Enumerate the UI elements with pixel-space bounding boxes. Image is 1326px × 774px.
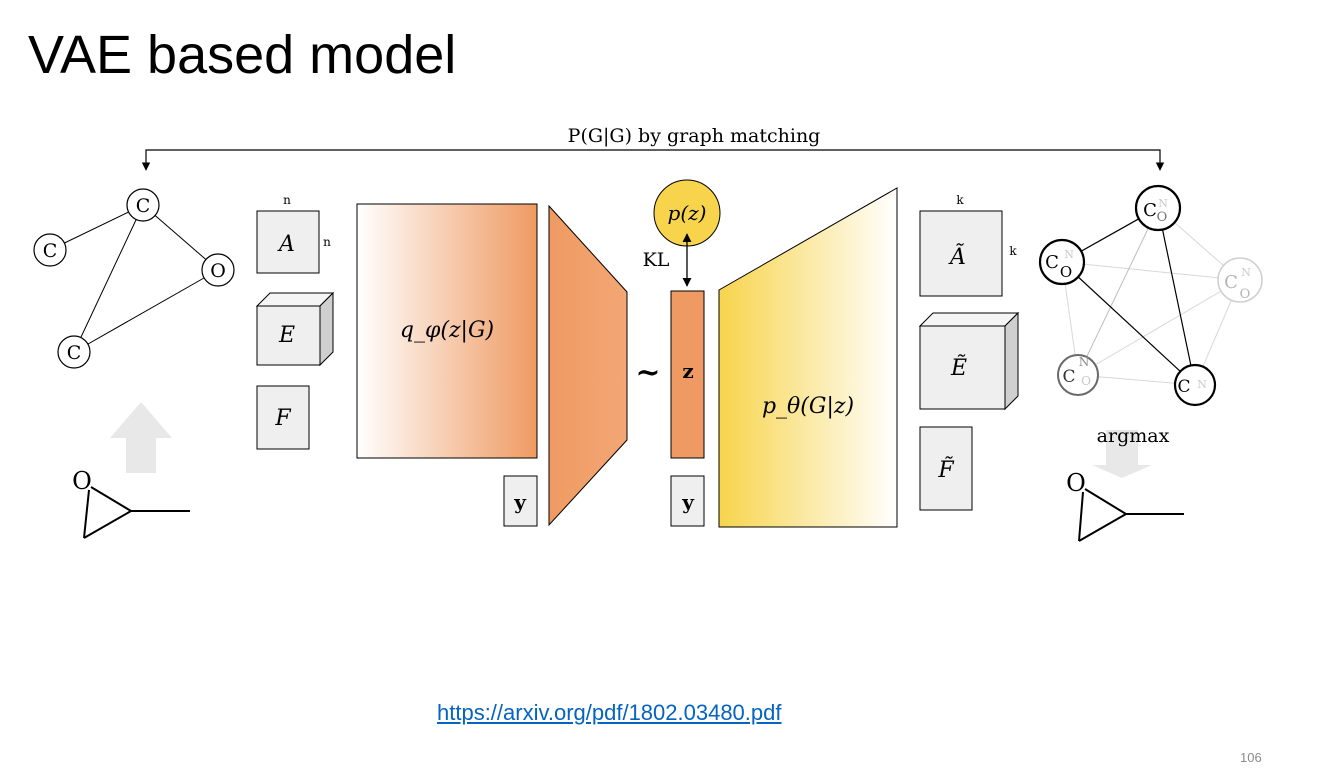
node-label-c: C bbox=[1224, 272, 1238, 293]
graph-node-label: C bbox=[43, 240, 58, 262]
output-graph: C N O C N O C N O C N O C N bbox=[1038, 184, 1263, 407]
graph-node bbox=[201, 253, 235, 287]
output-graph-node bbox=[1057, 354, 1099, 396]
adjacency-matrix bbox=[256, 210, 320, 274]
kl-label: KL bbox=[643, 249, 670, 271]
output-feature-matrix bbox=[919, 426, 973, 511]
output-adjacency-label: Ã bbox=[948, 242, 966, 270]
node-label-o: O bbox=[1060, 263, 1072, 281]
graph-node bbox=[126, 188, 160, 222]
node-label-o: O bbox=[1240, 287, 1251, 302]
condition-label: y bbox=[681, 490, 695, 514]
decoder-label: p_θ(G|z) bbox=[762, 394, 854, 419]
dim-n-label: n bbox=[323, 235, 331, 249]
feature-label: F bbox=[274, 406, 291, 431]
slide-title: VAE based model bbox=[28, 25, 457, 85]
node-label-o: O bbox=[1157, 210, 1168, 225]
encoder: q_φ(z|G) y bbox=[356, 203, 628, 527]
output-graph-node bbox=[1217, 257, 1263, 303]
graph-node-label: C bbox=[136, 195, 151, 217]
sample-tilde: ~ bbox=[635, 355, 660, 390]
encoder-block bbox=[356, 203, 538, 459]
decoder: p_θ(G|z) bbox=[718, 187, 898, 528]
graph-node-label: C bbox=[67, 342, 82, 364]
output-molecule: O bbox=[1066, 469, 1184, 542]
graph-node bbox=[33, 233, 67, 267]
dim-k-label: k bbox=[1009, 244, 1017, 258]
feature-matrix bbox=[256, 385, 310, 450]
input-graph: C C O C bbox=[33, 188, 235, 369]
dim-k-label: k bbox=[956, 193, 964, 207]
latent: z y bbox=[670, 290, 705, 527]
output-graph-node bbox=[1134, 184, 1182, 232]
decoder-block bbox=[718, 187, 898, 528]
edge-tensor bbox=[256, 305, 321, 366]
molecule-atom-label: O bbox=[1066, 469, 1086, 497]
paper-link[interactable]: https://arxiv.org/pdf/1802.03480.pdf bbox=[437, 700, 782, 725]
prior: p(z) KL bbox=[643, 179, 721, 287]
node-label-c: C bbox=[1143, 200, 1157, 221]
output-adjacency-matrix bbox=[919, 210, 1003, 297]
molecule-atom-label: O bbox=[72, 467, 92, 495]
output-graph-node bbox=[1173, 363, 1217, 407]
output-feature-label: F̃ bbox=[937, 457, 954, 483]
adjacency-label: A bbox=[277, 232, 295, 257]
prior-label: p(z) bbox=[668, 201, 707, 225]
node-label-c: C bbox=[1062, 367, 1075, 387]
dim-n-label: n bbox=[283, 193, 291, 207]
node-label-n: N bbox=[1079, 355, 1090, 369]
output-edge-tensor-label: Ẽ bbox=[950, 353, 967, 381]
encoder-label: q_φ(z|G) bbox=[400, 318, 494, 343]
graph-node bbox=[57, 335, 91, 369]
condition-label: y bbox=[513, 490, 527, 514]
node-label-n: N bbox=[1158, 197, 1168, 210]
edge-tensor-label: E bbox=[278, 323, 295, 348]
slide-number: 106 bbox=[1240, 750, 1262, 765]
node-label-o: O bbox=[1081, 374, 1091, 388]
latent-label: z bbox=[682, 359, 693, 383]
up-arrow-icon bbox=[110, 402, 172, 473]
condition-box bbox=[503, 475, 538, 527]
node-label-n: N bbox=[1241, 266, 1251, 279]
node-label-n: N bbox=[1064, 248, 1074, 261]
node-label-c: C bbox=[1045, 252, 1059, 273]
graph-matching-label: P(G|G) by graph matching bbox=[568, 125, 821, 147]
output-edge-tensor bbox=[919, 325, 1006, 410]
graph-matching-arrow: P(G|G) by graph matching bbox=[141, 125, 1165, 171]
output-graph-node bbox=[1038, 238, 1086, 286]
input-molecule: O bbox=[72, 467, 190, 539]
encoder-funnel bbox=[548, 204, 628, 527]
output-matrices: k k Ã Ẽ F̃ bbox=[918, 193, 1020, 511]
graph-node-label: O bbox=[210, 260, 226, 282]
node-label-c: C bbox=[1177, 377, 1190, 397]
node-label-n: N bbox=[1197, 378, 1207, 391]
down-arrow-icon bbox=[1092, 430, 1152, 478]
argmax-label: argmax bbox=[1097, 425, 1170, 447]
input-matrices: n n A E F bbox=[255, 193, 335, 450]
latent-vector bbox=[670, 290, 705, 459]
condition-box bbox=[670, 475, 705, 527]
